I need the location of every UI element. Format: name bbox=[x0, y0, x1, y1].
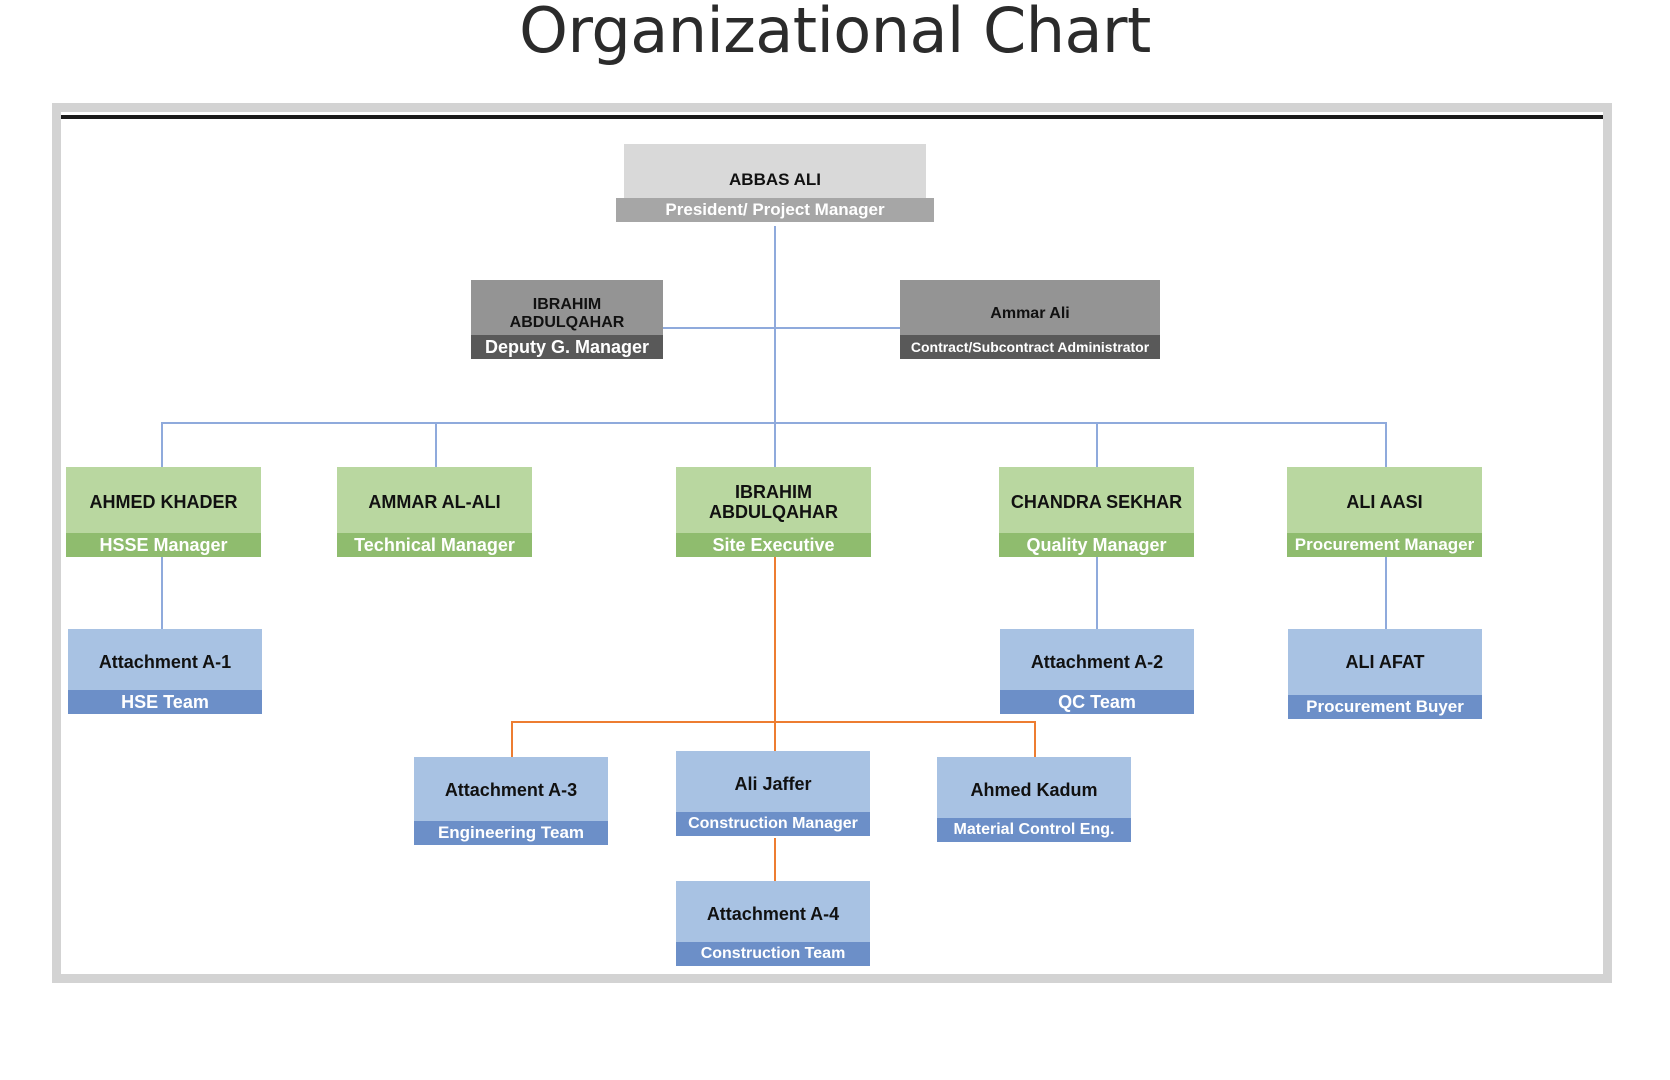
node-construction-manager-name: Ali Jaffer bbox=[676, 751, 870, 817]
node-construction-manager[interactable]: Ali Jaffer Construction Manager bbox=[676, 751, 870, 836]
node-site-executive[interactable]: IBRAHIM ABDULQAHAR Site Executive bbox=[676, 467, 871, 557]
node-hsse-manager-name: AHMED KHADER bbox=[66, 467, 261, 537]
node-contract-administrator-role: Contract/Subcontract Administrator bbox=[900, 335, 1160, 359]
connector-green-drop-3 bbox=[774, 422, 776, 467]
connector-green-drop-2 bbox=[435, 422, 437, 467]
node-technical-manager-name: AMMAR AL-ALI bbox=[337, 467, 532, 537]
connector-site-exec-down bbox=[774, 557, 776, 763]
node-procurement-manager-role: Procurement Manager bbox=[1287, 533, 1482, 557]
node-engineering-team-name: Attachment A-3 bbox=[414, 757, 608, 823]
node-material-control-engineer-role: Material Control Eng. bbox=[937, 818, 1131, 842]
node-procurement-manager-name: ALI AASI bbox=[1287, 467, 1482, 537]
node-site-executive-role: Site Executive bbox=[676, 533, 871, 557]
node-quality-manager[interactable]: CHANDRA SEKHAR Quality Manager bbox=[999, 467, 1194, 557]
node-hse-team-role: HSE Team bbox=[68, 690, 262, 714]
node-procurement-manager[interactable]: ALI AASI Procurement Manager bbox=[1287, 467, 1482, 557]
connector-constr-mgr-to-team bbox=[774, 838, 776, 887]
connector-row2-crossbar bbox=[663, 327, 901, 329]
node-engineering-team-role: Engineering Team bbox=[414, 821, 608, 845]
connector-green-bus bbox=[161, 422, 1386, 424]
node-quality-manager-name: CHANDRA SEKHAR bbox=[999, 467, 1194, 537]
node-qc-team-name: Attachment A-2 bbox=[1000, 629, 1194, 695]
node-quality-manager-role: Quality Manager bbox=[999, 533, 1194, 557]
node-hse-team[interactable]: Attachment A-1 HSE Team bbox=[68, 629, 262, 714]
node-procurement-buyer[interactable]: ALI AFAT Procurement Buyer bbox=[1288, 629, 1482, 719]
node-construction-team-name: Attachment A-4 bbox=[676, 881, 870, 947]
node-contract-administrator[interactable]: Ammar Ali Contract/Subcontract Administr… bbox=[900, 280, 1160, 359]
node-hsse-manager[interactable]: AHMED KHADER HSSE Manager bbox=[66, 467, 261, 557]
node-qc-team[interactable]: Attachment A-2 QC Team bbox=[1000, 629, 1194, 714]
connector-green-drop-1 bbox=[161, 422, 163, 467]
connector-procurement-to-buyer bbox=[1385, 557, 1387, 631]
connector-quality-to-qcteam bbox=[1096, 557, 1098, 631]
node-construction-manager-role: Construction Manager bbox=[676, 812, 870, 836]
node-construction-team-role: Construction Team bbox=[676, 942, 870, 966]
node-president[interactable]: ABBAS ALI President/ Project Manager bbox=[616, 144, 934, 222]
node-hse-team-name: Attachment A-1 bbox=[68, 629, 262, 695]
connector-green-drop-5 bbox=[1385, 422, 1387, 467]
node-procurement-buyer-role: Procurement Buyer bbox=[1288, 695, 1482, 719]
connector-site-exec-bus bbox=[511, 721, 1035, 723]
node-qc-team-role: QC Team bbox=[1000, 690, 1194, 714]
chart-frame-top-rule bbox=[61, 115, 1603, 119]
node-president-role: President/ Project Manager bbox=[616, 198, 934, 222]
node-site-executive-name: IBRAHIM ABDULQAHAR bbox=[676, 467, 871, 537]
node-deputy-general-manager-role: Deputy G. Manager bbox=[471, 335, 663, 359]
node-construction-team[interactable]: Attachment A-4 Construction Team bbox=[676, 881, 870, 966]
connector-hsse-to-hseteam bbox=[161, 557, 163, 631]
connector-green-drop-4 bbox=[1096, 422, 1098, 467]
node-hsse-manager-role: HSSE Manager bbox=[66, 533, 261, 557]
node-material-control-engineer-name: Ahmed Kadum bbox=[937, 757, 1131, 823]
node-material-control-engineer[interactable]: Ahmed Kadum Material Control Eng. bbox=[937, 757, 1131, 842]
connector-site-exec-drop-left bbox=[511, 721, 513, 763]
node-engineering-team[interactable]: Attachment A-3 Engineering Team bbox=[414, 757, 608, 845]
connector-president-down bbox=[774, 226, 776, 422]
node-deputy-general-manager[interactable]: IBRAHIM ABDULQAHAR Deputy G. Manager bbox=[471, 280, 663, 359]
node-technical-manager[interactable]: AMMAR AL-ALI Technical Manager bbox=[337, 467, 532, 557]
node-procurement-buyer-name: ALI AFAT bbox=[1288, 629, 1482, 695]
connector-site-exec-drop-right bbox=[1034, 721, 1036, 763]
node-technical-manager-role: Technical Manager bbox=[337, 533, 532, 557]
page-title: Organizational Chart bbox=[519, 0, 1151, 67]
